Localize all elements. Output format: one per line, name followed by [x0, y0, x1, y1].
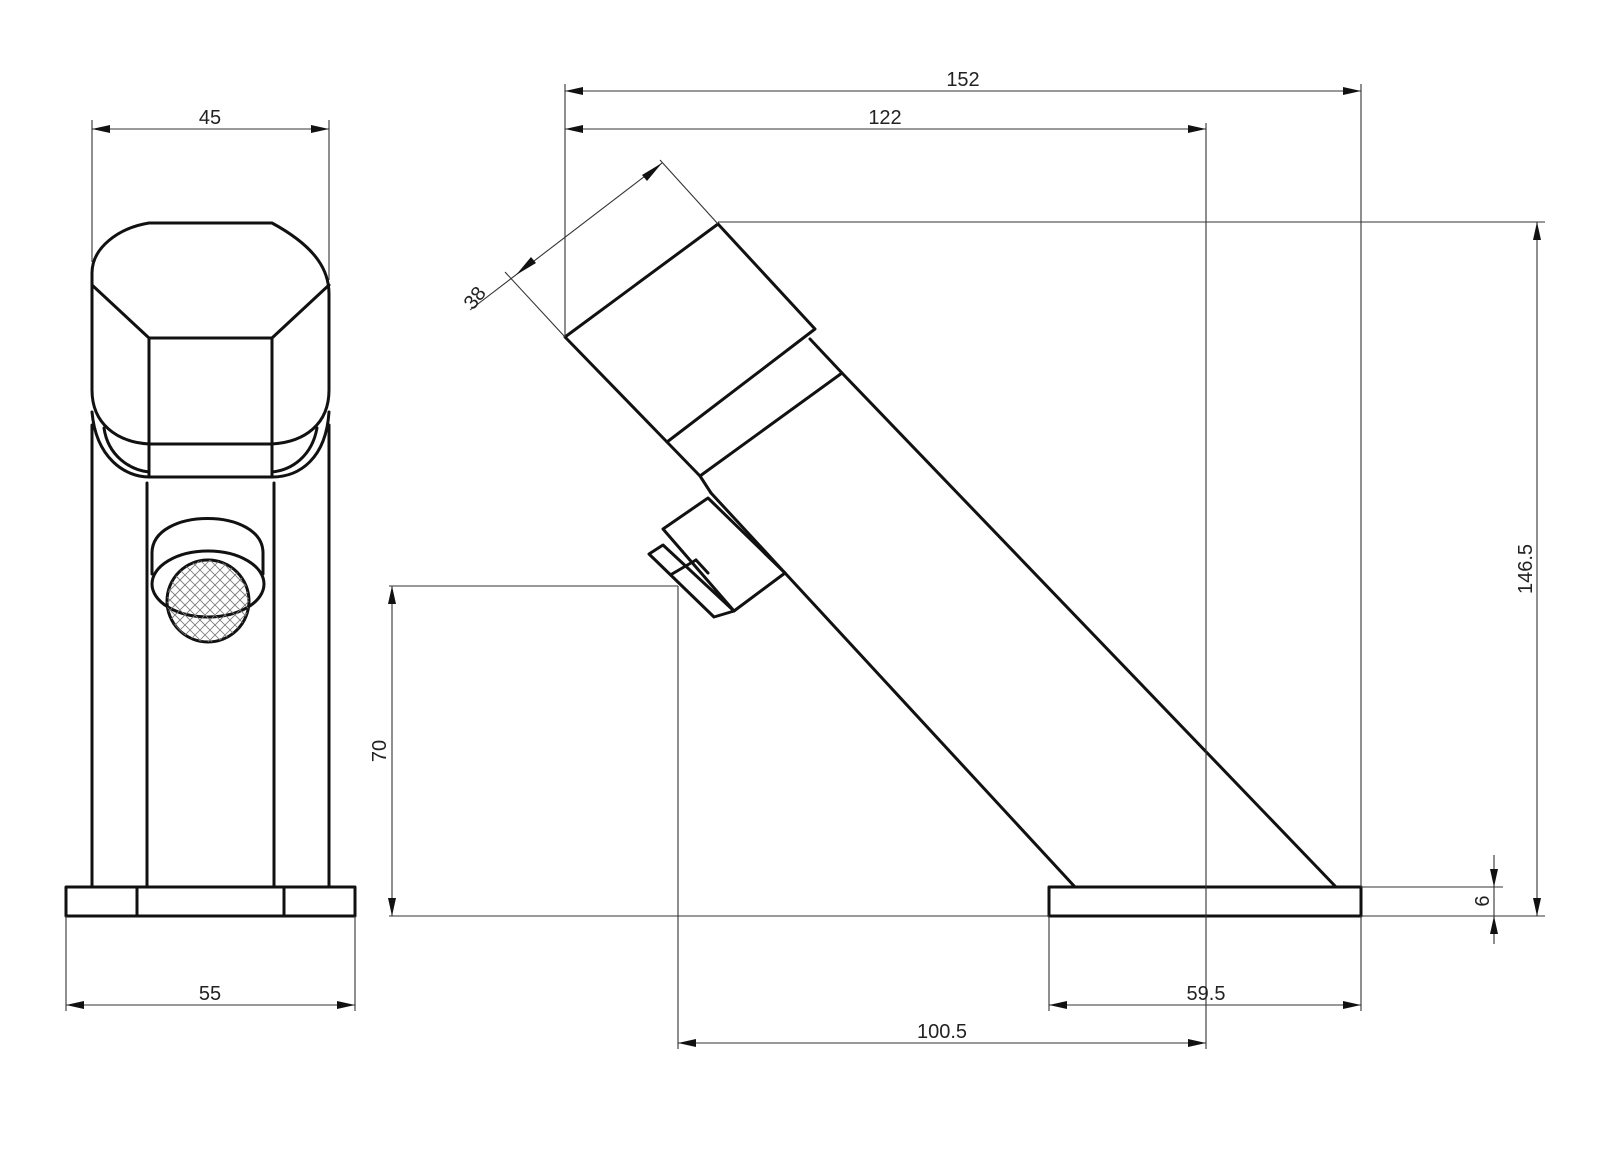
side-dimension-122: 122 [565, 107, 1207, 1049]
side-dimension-70: 70 [369, 585, 1049, 917]
side-base-plate [1047, 885, 1363, 918]
dim-label-122: 122 [868, 107, 901, 129]
front-head-cap [90, 221, 331, 446]
side-dimension-38: 38 [460, 159, 719, 338]
front-aerator-housing [150, 517, 265, 576]
dim-label-152: 152 [946, 69, 979, 91]
side-dimension-100-5: 100.5 [677, 586, 1206, 1049]
side-view [563, 222, 1363, 918]
dim-label-38: 38 [460, 283, 491, 314]
dim-label-70: 70 [369, 740, 391, 762]
side-push-head [563, 222, 817, 444]
front-base-plate [64, 885, 357, 918]
side-body-outline [698, 371, 1338, 889]
dim-label-45: 45 [199, 107, 221, 129]
front-collar [90, 410, 331, 479]
dim-label-55: 55 [199, 983, 221, 1005]
side-dimension-152: 152 [564, 69, 1362, 887]
front-view [64, 221, 357, 918]
dim-label-59-5: 59.5 [1187, 983, 1226, 1005]
dim-label-146-5: 146.5 [1515, 544, 1537, 594]
side-aerator-tip [647, 543, 736, 619]
side-body-lower-edge [783, 571, 1077, 889]
front-dimension-45: 45 [91, 107, 330, 280]
dim-label-100-5: 100.5 [917, 1021, 967, 1043]
dim-label-6: 6 [1472, 895, 1494, 906]
side-dimension-6: 6 [1361, 855, 1503, 944]
front-dimension-55: 55 [65, 916, 356, 1011]
side-neck [808, 337, 844, 375]
side-dimension-146-5: 146.5 [718, 221, 1545, 917]
side-dimension-59-5: 59.5 [1048, 916, 1362, 1011]
